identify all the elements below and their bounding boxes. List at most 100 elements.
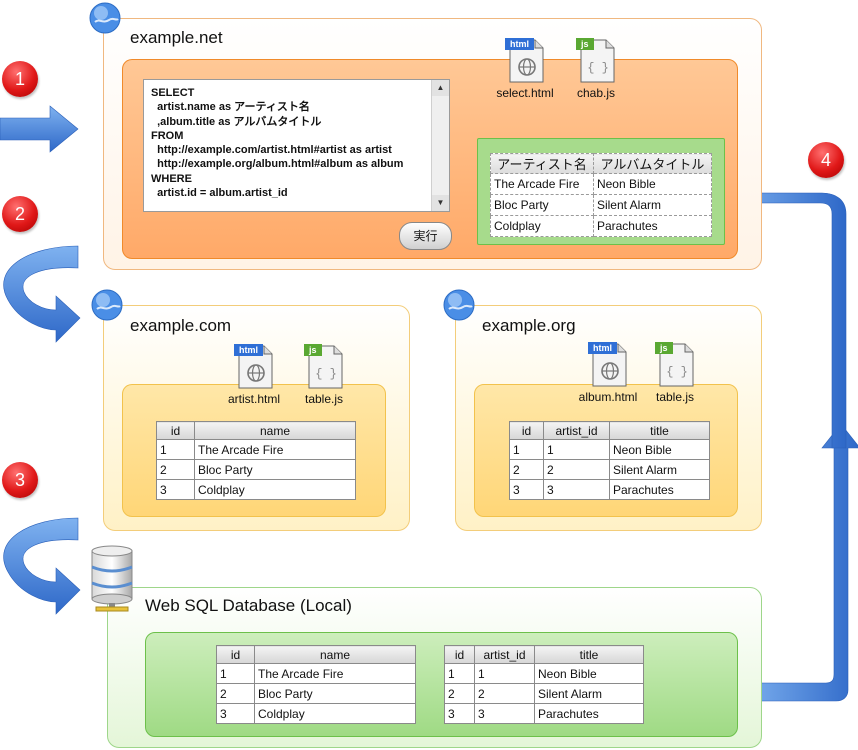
run-button[interactable]: 実行 [399, 222, 452, 250]
result-cell: Neon Bible [592, 173, 713, 195]
file-type-badge: js [655, 342, 673, 354]
result-cell: The Arcade Fire [490, 173, 594, 195]
column-header: id [444, 645, 475, 664]
js-file-icon: { } js [304, 340, 344, 390]
result-cell: Parachutes [592, 215, 713, 237]
file-label: album.html [578, 390, 638, 404]
example-org-title: example.org [482, 316, 576, 335]
table-cell: Silent Alarm [609, 459, 710, 480]
file-type-badge: html [588, 342, 617, 354]
step-badge-1: 1 [2, 61, 38, 97]
column-header: artist_id [543, 421, 610, 440]
html-file-icon: html [588, 338, 628, 388]
sql-scrollbar[interactable]: ▲ ▼ [431, 80, 449, 211]
file-type-badge: js [576, 38, 594, 50]
svg-text:{ }: { } [666, 365, 688, 379]
table-cell: Silent Alarm [534, 683, 644, 704]
column-header: id [509, 421, 544, 440]
table-cell: 1 [509, 439, 544, 460]
file-type-badge: html [505, 38, 534, 50]
js-file-icon: { } js [655, 338, 695, 388]
local-db-title: Web SQL Database (Local) [145, 596, 352, 615]
scroll-down-icon[interactable]: ▼ [432, 195, 449, 211]
column-header: id [216, 645, 255, 664]
svg-text:{ }: { } [315, 367, 337, 381]
step-badge-3: 3 [2, 462, 38, 498]
table-cell: Parachutes [609, 479, 710, 500]
table-cell: 2 [156, 459, 195, 480]
table-cell: 2 [543, 459, 610, 480]
table-cell: 3 [509, 479, 544, 500]
globe-icon [89, 2, 121, 34]
table-cell: Coldplay [194, 479, 356, 500]
table-cell: Neon Bible [534, 663, 644, 684]
arrow-step-2 [3, 245, 81, 343]
step-badge-4: 4 [808, 142, 844, 178]
example-net-title: example.net [130, 28, 223, 47]
column-header: title [534, 645, 644, 664]
table-cell: 2 [444, 683, 475, 704]
js-file-icon: { } js [576, 34, 616, 84]
file-label: select.html [496, 86, 554, 100]
file-label: artist.html [227, 392, 280, 406]
column-header: name [254, 645, 416, 664]
result-header: アルバムタイトル [592, 153, 713, 174]
table-cell: 3 [444, 703, 475, 724]
file-label: table.js [655, 390, 695, 404]
result-header: アーティスト名 [490, 153, 594, 174]
table-cell: Bloc Party [254, 683, 416, 704]
table-cell: 2 [474, 683, 535, 704]
table-cell: The Arcade Fire [254, 663, 416, 684]
arrow-step-3 [3, 517, 81, 615]
html-file-icon: html [234, 340, 274, 390]
example-com-title: example.com [130, 316, 232, 335]
file-type-badge: js [304, 344, 322, 356]
column-header: title [609, 421, 710, 440]
table-cell: Neon Bible [609, 439, 710, 460]
result-cell: Bloc Party [490, 194, 594, 216]
sql-query-textarea[interactable]: SELECT artist.name as アーティスト名 ,album.tit… [143, 79, 450, 212]
column-header: id [156, 421, 195, 440]
database-icon [91, 545, 133, 612]
table-cell: Bloc Party [194, 459, 356, 480]
result-cell: Coldplay [490, 215, 594, 237]
table-cell: Coldplay [254, 703, 416, 724]
table-cell: 1 [216, 663, 255, 684]
table-cell: 1 [156, 439, 195, 460]
table-cell: 1 [543, 439, 610, 460]
html-file-icon: html [505, 34, 545, 84]
table-cell: 3 [474, 703, 535, 724]
arrow-step-4 [737, 423, 858, 702]
svg-text:{ }: { } [587, 61, 609, 75]
table-cell: 3 [543, 479, 610, 500]
arrow-step-1 [0, 105, 79, 153]
sql-query-text: SELECT artist.name as アーティスト名 ,album.tit… [151, 87, 404, 200]
table-cell: Parachutes [534, 703, 644, 724]
column-header: name [194, 421, 356, 440]
column-header: artist_id [474, 645, 535, 664]
table-cell: 1 [444, 663, 475, 684]
result-cell: Silent Alarm [592, 194, 713, 216]
scroll-up-icon[interactable]: ▲ [432, 80, 449, 96]
table-cell: 3 [216, 703, 255, 724]
step-badge-2: 2 [2, 196, 38, 232]
